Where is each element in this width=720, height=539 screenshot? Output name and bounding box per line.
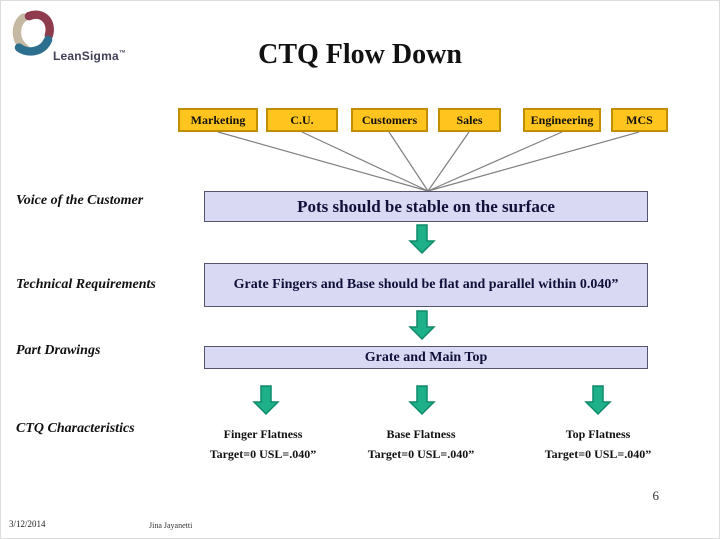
down-arrow-icon [409,310,435,340]
ctq-name: Top Flatness [565,427,631,441]
down-arrow-icon [585,385,611,415]
footer-author: Jina Jayanetti [149,521,193,530]
ctq-item-top-flatness: Top Flatness Target=0 USL=.040” [508,427,688,462]
fan-lines [217,131,640,192]
logo-brand-text: LeanSigma™ [53,49,126,63]
technical-requirements-box: Grate Fingers and Base should be flat an… [204,263,648,307]
row-label-technical-requirements: Technical Requirements [16,277,156,292]
row-label-ctq-characteristics: CTQ Characteristics [16,421,135,436]
logo-trademark: ™ [118,50,127,57]
row-label-voice-of-customer: Voice of the Customer [16,193,144,208]
row-label-part-drawings: Part Drawings [16,343,101,358]
logo-brand: LeanSigma [53,49,119,63]
slide-title: CTQ Flow Down [258,39,462,70]
ctq-spec: Target=0 USL=.040” [544,447,652,461]
source-box-cu: C.U. [266,108,338,132]
source-box-sales: Sales [438,108,501,132]
footer-date: 3/12/2014 [9,519,46,529]
source-box-customers: Customers [351,108,428,132]
ctq-item-base-flatness: Base Flatness Target=0 USL=.040” [331,427,511,462]
ctq-spec: Target=0 USL=.040” [367,447,475,461]
voc-box: Pots should be stable on the surface [204,191,648,222]
page-number: 6 [652,488,660,503]
leansigma-logo: LeanSigma™ [7,5,147,67]
down-arrow-icon [409,224,435,254]
down-arrow-icon [409,385,435,415]
ctq-spec: Target=0 USL=.040” [209,447,317,461]
part-drawings-box: Grate and Main Top [204,346,648,369]
ctq-name: Base Flatness [386,427,456,441]
source-box-engineering: Engineering [523,108,601,132]
down-arrow-icon [253,385,279,415]
leansigma-logo-icon [12,10,54,56]
ctq-item-finger-flatness: Finger Flatness Target=0 USL=.040” [173,427,353,462]
source-box-marketing: Marketing [178,108,258,132]
ctq-name: Finger Flatness [223,427,303,441]
source-box-mcs: MCS [611,108,668,132]
